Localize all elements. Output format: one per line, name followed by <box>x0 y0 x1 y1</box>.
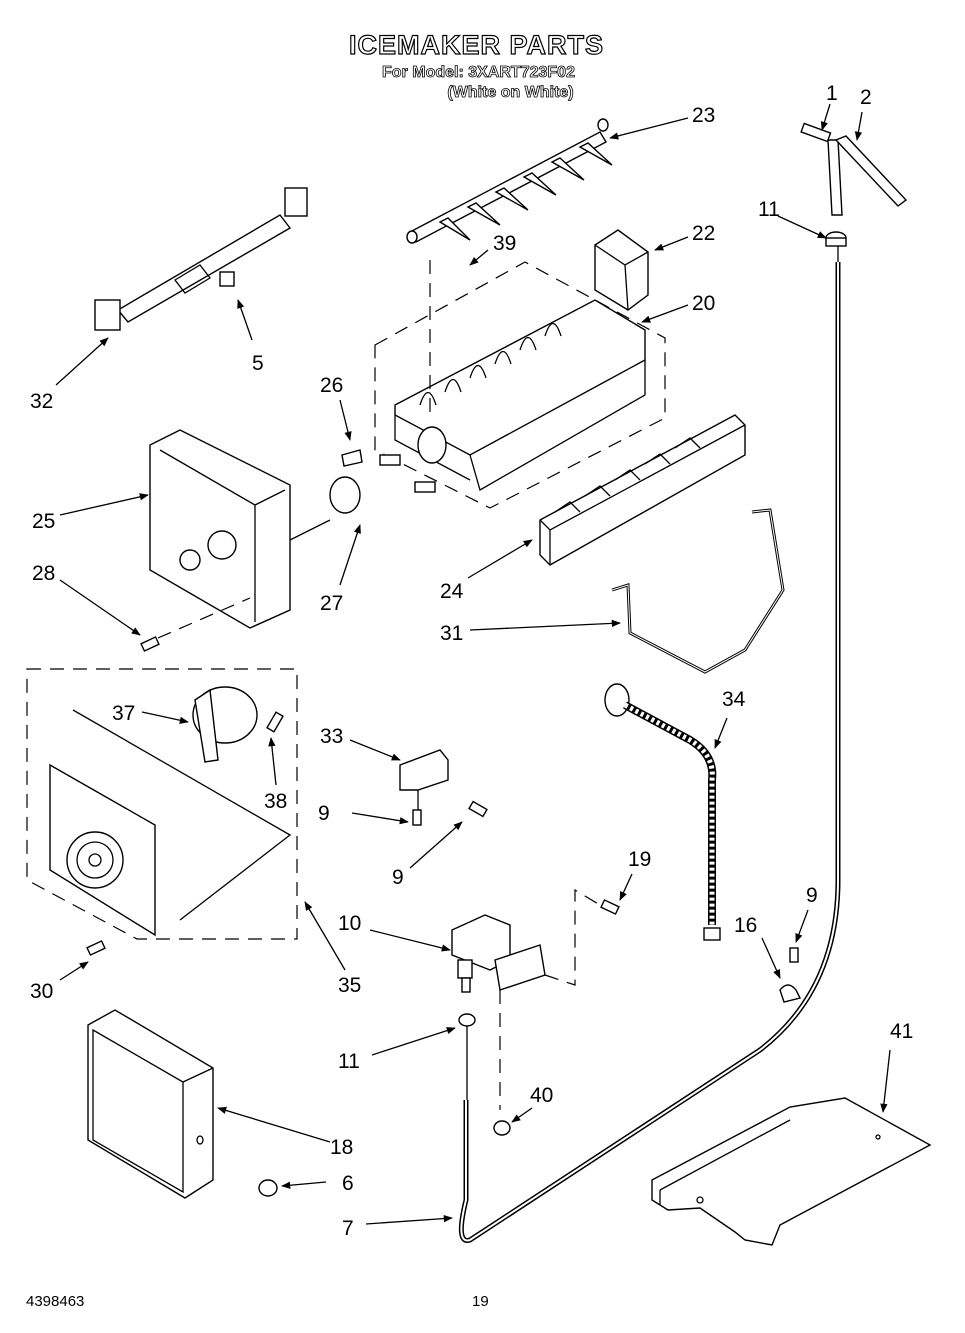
color-variant: (White on White) <box>447 84 574 102</box>
water-valve-part <box>451 914 546 993</box>
page-number: 19 <box>472 1293 489 1310</box>
callout-30: 30 <box>30 980 53 1003</box>
leader-lines <box>55 103 891 1225</box>
diagram-title: ICEMAKER PARTS <box>348 29 604 60</box>
callout-9: 9 <box>392 866 404 889</box>
callout-2: 2 <box>860 86 872 109</box>
nut-part <box>493 1120 511 1136</box>
callout-20: 20 <box>692 292 715 315</box>
callout-labels: 1 2 11 23 22 39 20 5 32 26 25 27 28 24 3… <box>30 82 913 1240</box>
callout-9: 9 <box>806 884 818 907</box>
callout-19: 19 <box>628 848 651 871</box>
callout-37: 37 <box>112 702 135 725</box>
callout-26: 26 <box>320 374 343 397</box>
callout-1: 1 <box>826 82 838 105</box>
callout-10: 10 <box>338 912 361 935</box>
callout-40: 40 <box>530 1084 553 1107</box>
callout-41: 41 <box>890 1020 913 1043</box>
callout-39: 39 <box>493 232 516 255</box>
module-assembly-part <box>49 763 156 937</box>
callout-38: 38 <box>264 790 287 813</box>
bracket-part <box>399 749 449 791</box>
callout-33: 33 <box>320 725 343 748</box>
callout-16: 16 <box>734 914 757 937</box>
callout-35: 35 <box>338 974 361 997</box>
callout-25: 25 <box>32 510 55 533</box>
shutoff-arm-part <box>611 508 785 674</box>
mounting-bracket-part <box>651 1097 932 1246</box>
thermostat-part <box>329 476 361 514</box>
callout-11: 11 <box>338 1050 360 1073</box>
callout-31: 31 <box>440 622 463 645</box>
callout-11: 11 <box>758 198 780 221</box>
callout-28: 28 <box>32 562 55 585</box>
fill-tube-assembly <box>800 122 908 262</box>
callout-23: 23 <box>692 104 715 127</box>
callout-7: 7 <box>342 1217 354 1240</box>
callout-24: 24 <box>440 580 464 603</box>
callout-34: 34 <box>722 688 746 711</box>
callout-27: 27 <box>320 592 343 615</box>
callout-5: 5 <box>252 352 264 375</box>
callout-18: 18 <box>330 1136 353 1159</box>
wire-harness-part <box>94 187 308 331</box>
nut-part <box>458 1013 476 1027</box>
document-number: 4398463 <box>26 1293 85 1310</box>
mold-part <box>379 299 646 493</box>
ejector-part <box>406 118 613 244</box>
clamp-part <box>779 984 802 1003</box>
stripper-part <box>539 414 746 566</box>
water-line-part <box>604 683 721 941</box>
fill-cup-part <box>594 229 649 311</box>
callout-6: 6 <box>342 1172 354 1195</box>
clip-part <box>341 449 363 467</box>
callout-22: 22 <box>692 222 715 245</box>
control-module-part <box>149 429 291 629</box>
callout-9: 9 <box>318 802 330 825</box>
motor-part <box>192 686 258 763</box>
cover-part <box>87 1009 214 1199</box>
model-number: For Model: 3XART723F02 <box>382 64 576 82</box>
callout-32: 32 <box>30 390 53 413</box>
plug-part <box>258 1179 278 1197</box>
